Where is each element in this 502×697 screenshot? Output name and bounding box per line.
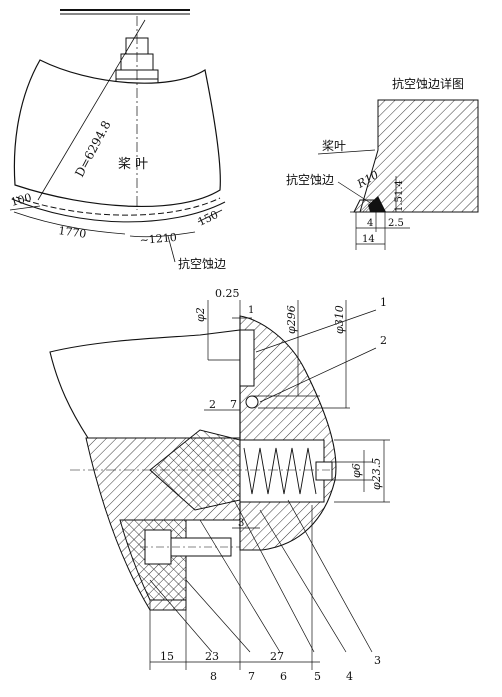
dim-phi23-5: φ23.5 (370, 458, 383, 490)
dim-3: 3 (238, 518, 244, 529)
dim-phi296: φ296 (285, 305, 298, 334)
dim-phi6: φ6 (350, 463, 363, 478)
callout-3: 3 (374, 654, 381, 667)
dim-27: 27 (270, 650, 284, 663)
dim-7: 7 (230, 398, 237, 411)
detail-dim-4: 4 (367, 218, 373, 229)
detail-dim-1-5: 1.5 (394, 196, 405, 212)
dim-phi2: φ2 (194, 307, 207, 322)
detail-dim-1-4: 1.4 (394, 180, 405, 196)
callout-4: 4 (346, 670, 353, 683)
callout-1: 1 (380, 296, 387, 309)
dim-100: 100 (9, 191, 33, 209)
detail-cavitation-label: 抗空蚀边 (286, 172, 334, 187)
callout-8: 8 (210, 670, 217, 683)
dim-2: 2 (209, 398, 216, 411)
dim-1770: 1770 (58, 224, 88, 241)
dim-0-25: 0.25 (215, 287, 240, 300)
detail-dim-2-5: 2.5 (388, 218, 404, 229)
detail-dim-14: 14 (362, 234, 375, 245)
dim-23: 23 (205, 650, 219, 663)
dim-1210: ~1210 (139, 231, 177, 247)
dim-1: 1 (248, 305, 254, 316)
detail-view (317, 99, 479, 250)
callout-2: 2 (380, 334, 387, 347)
spring (243, 447, 317, 495)
dim-15: 15 (160, 650, 174, 663)
section-view (49, 300, 390, 670)
callout-7: 7 (248, 670, 255, 683)
callout-6: 6 (280, 670, 287, 683)
detail-blade-label: 桨叶 (322, 139, 346, 153)
blade-label: 桨 叶 (118, 156, 148, 172)
cavitation-edge-label: 抗空蚀边 (178, 256, 226, 271)
dim-150: 150 (196, 208, 221, 229)
blade-view (11, 9, 226, 223)
callout-5: 5 (314, 670, 321, 683)
blade-dim-lines (9, 205, 223, 263)
detail-title: 抗空蚀边详图 (392, 76, 464, 91)
dim-phi310: φ310 (333, 305, 346, 334)
